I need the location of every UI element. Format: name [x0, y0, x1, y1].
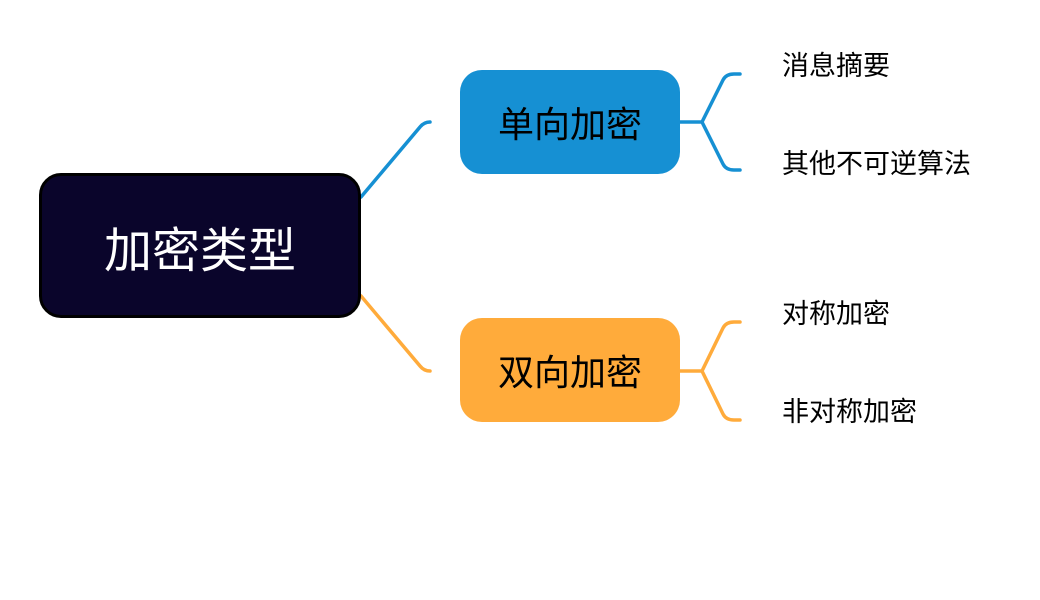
- connector-root-to-two-way: [359, 294, 432, 373]
- connector-two-way-to-leaves: [678, 320, 742, 422]
- root-node: 加密类型: [39, 173, 361, 318]
- leaf-other-irreversible-algorithms: 其他不可逆算法: [782, 149, 971, 180]
- leaf-symmetric-encryption: 对称加密: [782, 299, 890, 330]
- leaf-asymmetric-encryption: 非对称加密: [782, 397, 917, 428]
- connector-one-way-to-leaves: [678, 72, 742, 172]
- connector-root-to-one-way: [359, 120, 432, 199]
- leaf-message-digest: 消息摘要: [782, 51, 890, 82]
- branch-node-one-way-encryption: 单向加密: [460, 70, 680, 174]
- branch-node-two-way-encryption: 双向加密: [460, 318, 680, 422]
